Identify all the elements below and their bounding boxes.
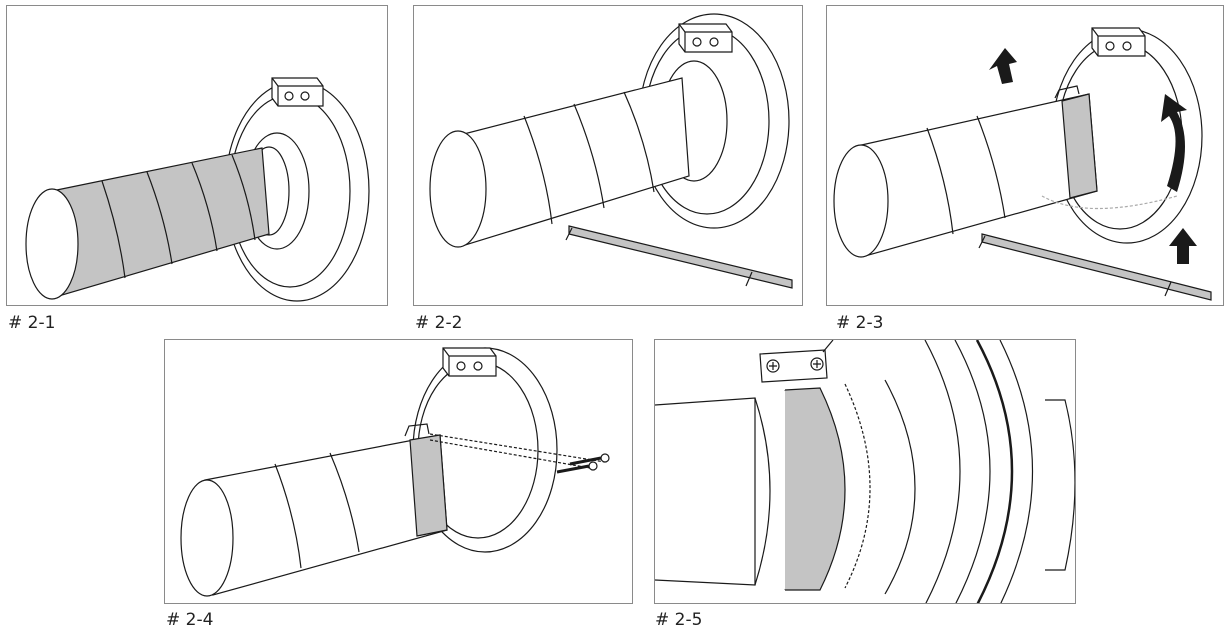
duct-seam-2: [573, 103, 605, 209]
step-2-4-panel: [164, 339, 633, 604]
step-2-1-illustration: [25, 77, 370, 302]
arrow-curved-icon: [1161, 94, 1187, 192]
screws: [429, 433, 610, 474]
duct-opening: [25, 188, 79, 300]
screw-guide-line-2: [429, 439, 591, 469]
duct-seam-3: [623, 91, 655, 193]
junction-box: [1091, 27, 1146, 57]
duct: [204, 434, 448, 596]
step-2-2-illustration: [429, 13, 793, 289]
fan-ring-4: [975, 340, 1014, 603]
rotation-arrows: [989, 48, 1197, 264]
step-2-3-panel: [826, 5, 1224, 306]
screw-1-icon: [569, 456, 602, 466]
fan-ring-3: [954, 340, 991, 603]
fan-ring-1: [884, 379, 916, 595]
caption-step-2-2: # 2-2: [415, 313, 463, 333]
step-2-3-illustration: [833, 27, 1212, 301]
duct: [455, 77, 690, 247]
junction-box: [271, 77, 324, 107]
duct-seam-2: [329, 452, 360, 553]
duct-edge: [754, 397, 771, 586]
junction-box: [678, 23, 733, 53]
screw-2-icon: [556, 464, 590, 474]
step-2-1-panel: [6, 5, 388, 306]
duct-closeup: [655, 397, 756, 586]
wrapped-duct: [46, 147, 270, 299]
duct: [856, 93, 1098, 257]
screw-1-head-icon: [600, 453, 610, 463]
duct-seam-2: [976, 115, 1006, 219]
caption-step-2-5: # 2-5: [655, 610, 703, 630]
caption-step-2-4: # 2-4: [166, 610, 214, 630]
caption-step-2-3: # 2-3: [836, 313, 884, 333]
duct-opening: [429, 130, 487, 248]
clamp-bracket-closeup: [759, 340, 834, 383]
arrow-up-left-icon: [989, 48, 1017, 84]
duct-seam-1: [926, 127, 954, 235]
junction-box: [442, 347, 497, 377]
clamp-band-closeup: [784, 387, 846, 591]
screw-guide-line-1: [429, 433, 606, 463]
fan-ring-2: [924, 340, 961, 603]
clamp-ghost-path: [1041, 195, 1178, 210]
tape-seam-2: [146, 171, 173, 265]
screw-2-head-icon: [588, 461, 598, 471]
caption-step-2-1: # 2-1: [8, 313, 56, 333]
arrow-up-right-icon: [1169, 228, 1197, 264]
duct-opening: [833, 144, 889, 258]
tape-seam-4: [231, 154, 256, 241]
tape-seam-1: [101, 180, 126, 279]
tape-seam-3: [191, 162, 218, 252]
mounting-rail: [565, 225, 793, 289]
clamp-bracket: [1054, 85, 1080, 99]
step-2-2-panel: [413, 5, 803, 306]
clamp-band: [409, 434, 448, 537]
step-2-4-illustration: [180, 347, 610, 597]
clamp-edge-hidden: [844, 383, 871, 589]
mounting-rail: [978, 233, 1212, 301]
fan-spigot-closeup: [1045, 399, 1075, 571]
duct-seam-1: [274, 463, 302, 569]
duct-seam-1: [523, 115, 553, 225]
step-2-5-panel: [654, 339, 1076, 604]
duct-opening: [180, 479, 234, 597]
step-2-5-illustration: [655, 340, 1075, 603]
fan-ring-5: [999, 340, 1033, 603]
clamp-bracket: [404, 423, 430, 437]
clamp-band: [1061, 93, 1098, 199]
